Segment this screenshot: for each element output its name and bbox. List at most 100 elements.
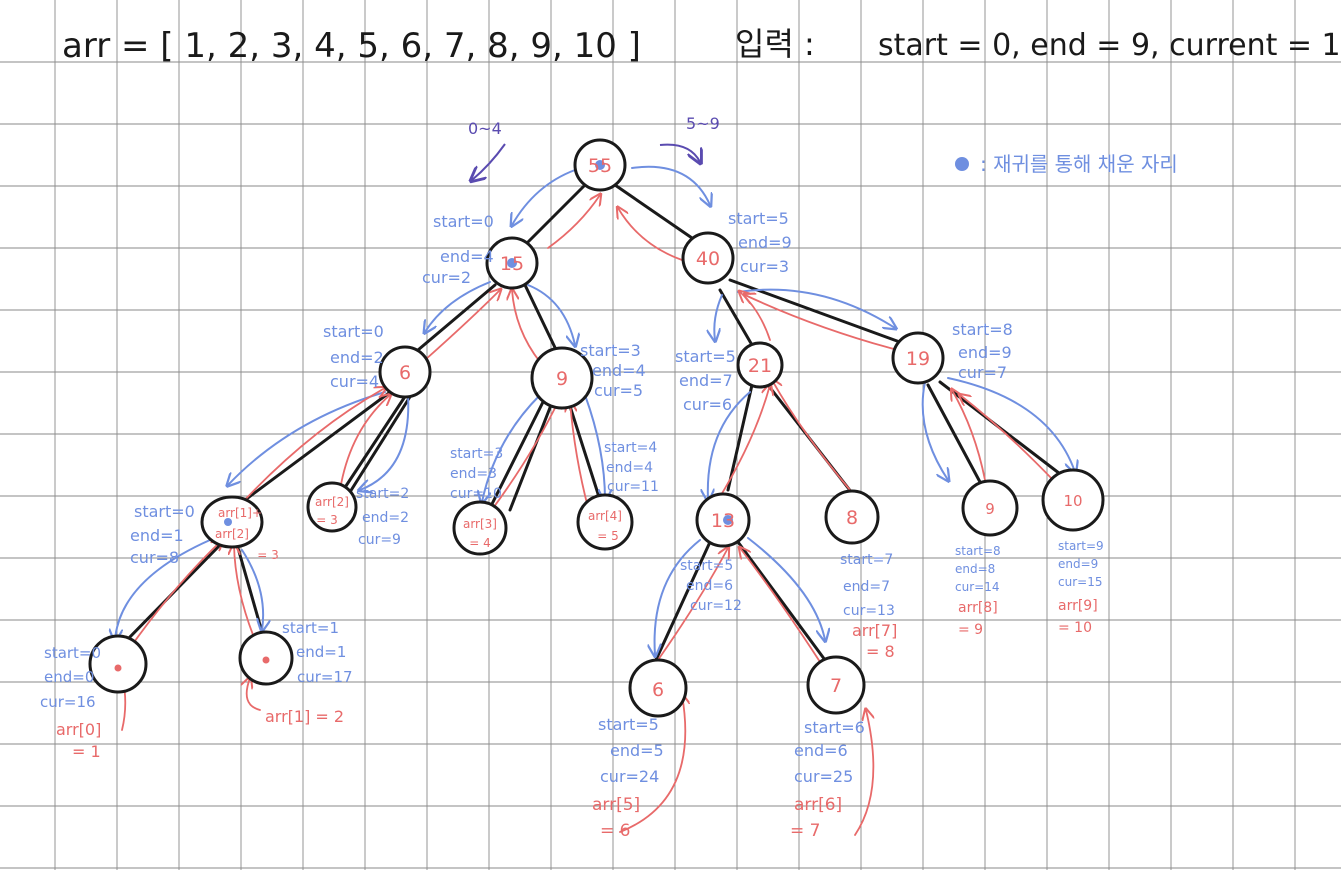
params-sum-0-2-cur: cur=4: [330, 372, 379, 391]
params-leaf-7-end: end=7: [843, 579, 890, 595]
input-values: start = 0, end = 9, current = 1: [878, 28, 1341, 63]
params-sum-5-9-cur: cur=3: [740, 257, 789, 276]
node-sum-8-9: [891, 331, 945, 385]
assign-leaf-5-line1: arr[5]: [592, 795, 640, 815]
params-leaf-8-cur: cur=14: [955, 580, 999, 594]
params-leaf-9-cur: cur=15: [1058, 575, 1102, 589]
params-leaf-5-end: end=5: [610, 741, 664, 760]
call-arrows: [115, 165, 1075, 655]
params-leaf-2-start: start=2: [356, 486, 409, 502]
node-root-value: 55: [588, 155, 612, 177]
params-leaf-9-start: start=9: [1058, 539, 1104, 553]
params-sum-5-6-cur: cur=12: [690, 598, 742, 614]
assign-leaf-0-line2: = 1: [72, 742, 101, 761]
params-sum-8-9-cur: cur=7: [958, 363, 1007, 382]
node-sum-0-2: [378, 345, 432, 399]
node-leaf-3-line2: = 4: [469, 536, 491, 550]
params-sum-0-2-start: start=0: [323, 322, 384, 341]
node-sum-3-4-value: 9: [556, 368, 568, 390]
params-leaf-7-cur: cur=13: [843, 603, 895, 619]
node-leaf-9: [1041, 468, 1105, 532]
params-leaf-4-start: start=4: [604, 440, 657, 456]
node-leaf-8-value: 9: [985, 500, 995, 518]
assign-leaf-8-line1: arr[8]: [958, 600, 998, 616]
node-leaf-2-line2: = 3: [316, 513, 338, 527]
params-leaf-6-start: start=6: [804, 718, 865, 737]
node-sum-5-6-value: 13: [711, 510, 735, 532]
node-sum-5-9-value: 40: [696, 248, 720, 270]
left-direction-arrow: [472, 143, 506, 180]
params-sum-0-2-end: end=2: [330, 348, 384, 367]
node-leaf-0: [88, 634, 148, 694]
params-sum-0-1-start: start=0: [134, 502, 195, 521]
params-sum-5-9-start: start=5: [728, 209, 789, 228]
node-sum-0-4-value: 15: [500, 253, 524, 275]
node-sum-8-9-value: 19: [906, 348, 930, 370]
params-leaf-4-cur: cur=11: [607, 479, 659, 495]
input-label: 입력 :: [735, 25, 815, 63]
legend-text: : 재귀를 통해 채운 자리: [980, 152, 1178, 176]
node-leaf-4-line1: arr[4]: [588, 509, 622, 523]
params-leaf-7-start: start=7: [840, 552, 893, 568]
params-leaf-5-start: start=5: [598, 715, 659, 734]
params-leaf-3-cur: cur=10: [450, 486, 502, 502]
node-sum-5-7: [736, 341, 784, 389]
params-leaf-2-cur: cur=9: [358, 532, 401, 548]
node-sum-0-1-line3: = 3: [257, 548, 279, 562]
params-leaf-1-end: end=1: [296, 643, 346, 661]
params-sum-3-4-end: end=4: [592, 361, 646, 380]
params-leaf-1-start: start=1: [282, 619, 339, 637]
params-sum-5-7-start: start=5: [675, 347, 736, 366]
node-leaf-5: [628, 658, 688, 718]
params-sum-5-6-start: start=5: [680, 558, 733, 574]
params-sum-5-6-end: end=6: [686, 578, 733, 594]
assign-leaf-8-line2: = 9: [958, 622, 983, 638]
params-sum-3-4-start: start=3: [580, 341, 641, 360]
assign-leaf-6-line1: arr[6]: [794, 795, 842, 815]
leaf-1-dot: [262, 656, 270, 664]
node-leaf-8: [961, 479, 1019, 537]
params-sum-0-4-cur: cur=2: [422, 268, 471, 287]
params-leaf-6-end: end=6: [794, 741, 848, 760]
params-leaf-4-end: end=4: [606, 460, 653, 476]
params-sum-3-4-cur: cur=5: [594, 381, 643, 400]
leaf-0-dot: [114, 664, 122, 672]
tree-edges: [123, 183, 1070, 664]
params-sum-0-1-cur: cur=8: [130, 548, 179, 567]
assign-leaf-7-line1: arr[7]: [852, 621, 897, 640]
node-sum-0-2-value: 6: [399, 362, 411, 384]
params-sum-0-4-start: start=0: [433, 212, 494, 231]
node-leaf-2-line1: arr[2]: [315, 495, 349, 509]
filled-marks: [224, 160, 733, 526]
right-direction-arrow: [659, 143, 700, 162]
node-sum-0-1-line1: arr[1]+: [218, 506, 262, 520]
right-range-label: 5~9: [686, 114, 720, 133]
left-range-label: 0~4: [468, 119, 502, 138]
assign-leaf-6-line2: = 7: [790, 821, 820, 841]
node-leaf-3: [452, 500, 508, 556]
node-leaf-9-value: 10: [1063, 492, 1082, 510]
params-leaf-0-end: end=0: [44, 668, 94, 686]
params-leaf-8-start: start=8: [955, 544, 1001, 558]
params-sum-5-9-end: end=9: [738, 233, 792, 252]
params-leaf-6-cur: cur=25: [794, 767, 853, 786]
array-definition: arr = [ 1, 2, 3, 4, 5, 6, 7, 8, 9, 10 ]: [62, 26, 641, 66]
assign-leaf-9-line2: = 10: [1058, 620, 1092, 636]
node-leaf-7: [824, 489, 880, 545]
node-leaf-6: [806, 655, 866, 715]
node-leaf-7-value: 8: [846, 507, 858, 529]
assign-leaf-5-line2: = 6: [600, 821, 630, 841]
params-leaf-0-start: start=0: [44, 644, 101, 662]
params-leaf-2-end: end=2: [362, 510, 409, 526]
node-sum-5-7-value: 21: [748, 355, 772, 377]
params-sum-8-9-start: start=8: [952, 320, 1013, 339]
node-sum-3-4: [530, 346, 594, 410]
node-leaf-6-value: 7: [830, 675, 842, 697]
params-leaf-5-cur: cur=24: [600, 767, 659, 786]
node-leaf-3-line1: arr[3]: [463, 517, 497, 531]
assign-leaf-9-line1: arr[9]: [1058, 598, 1098, 614]
assign-leaf-7-line2: = 8: [866, 642, 895, 661]
params-sum-8-9-end: end=9: [958, 343, 1012, 362]
